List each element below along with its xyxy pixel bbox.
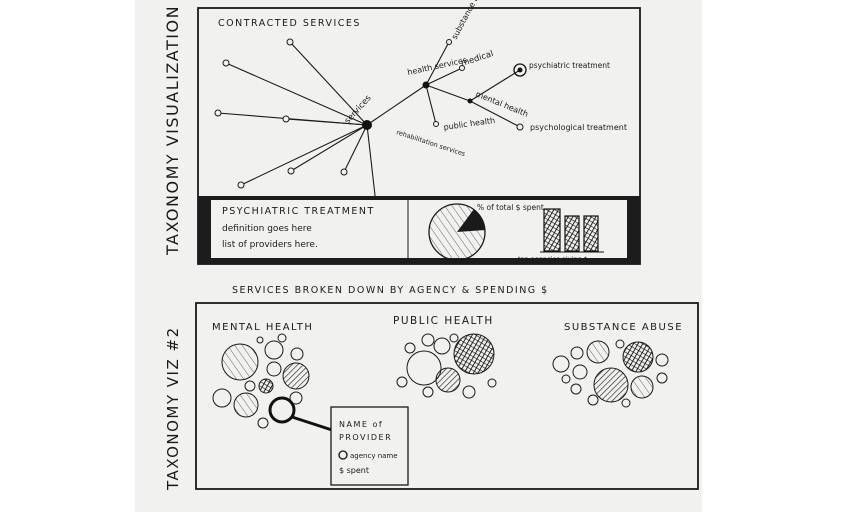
group-label-public-health: PUBLIC HEALTH — [393, 315, 494, 327]
tooltip-agency-swatch — [338, 450, 348, 460]
tooltip-pointer — [291, 415, 333, 432]
label-rehabilitation-services: rehabilitation services — [395, 128, 466, 158]
pie-label: % of total $ spent — [477, 203, 544, 212]
label-public-health: public health — [443, 116, 496, 132]
leaf-nodes[interactable] — [214, 38, 524, 208]
agency-bars — [540, 208, 604, 253]
label-medical: medical — [460, 49, 495, 69]
detail-heading: PSYCHIATRIC TREATMENT — [222, 206, 375, 217]
node-psychiatric-treatment[interactable] — [513, 63, 527, 77]
group-label-mental-health: MENTAL HEALTH — [212, 322, 313, 333]
spending-pie — [428, 203, 486, 261]
tooltip-provider: PROVIDER — [339, 433, 392, 442]
tooltip-agency: agency name — [350, 452, 398, 460]
network-edges — [217, 41, 521, 205]
bubble-cluster-substance-abuse[interactable] — [552, 339, 669, 408]
label-mental-health: mental health — [474, 90, 529, 119]
viz2-title: SERVICES BROKEN DOWN BY AGENCY & SPENDIN… — [232, 285, 549, 296]
group-label-substance-abuse: SUBSTANCE ABUSE — [564, 322, 683, 333]
viz2-frame — [195, 302, 699, 490]
bubble-cluster-mental-health[interactable] — [212, 333, 310, 429]
label-psychological-treatment: psychological treatment — [530, 123, 627, 132]
label-substance-abuse: substance abuse — [450, 0, 490, 41]
bubble-cluster-public-health[interactable] — [396, 333, 497, 399]
tooltip-spent: $ spent — [339, 466, 369, 475]
viz1-side-label: TAXONOMY VISUALIZATION #1 — [163, 0, 182, 256]
node-mental-health[interactable] — [467, 98, 473, 104]
label-psychiatric-treatment: psychiatric treatment — [529, 61, 610, 70]
label-health-services: health services — [407, 56, 468, 77]
detail-providers: list of providers here. — [222, 240, 318, 250]
node-services[interactable] — [362, 120, 372, 130]
provider-tooltip — [330, 406, 409, 486]
viz2-side-label: TAXONOMY VIZ #2 — [164, 326, 182, 491]
viz1-title: CONTRACTED SERVICES — [218, 18, 361, 29]
highlighted-bubble[interactable] — [268, 396, 296, 424]
node-health-services[interactable] — [422, 81, 430, 89]
tooltip-name: NAME of — [339, 420, 383, 429]
detail-definition: definition goes here — [222, 224, 312, 234]
bar-caption: top agencies giving $ — [518, 255, 588, 263]
